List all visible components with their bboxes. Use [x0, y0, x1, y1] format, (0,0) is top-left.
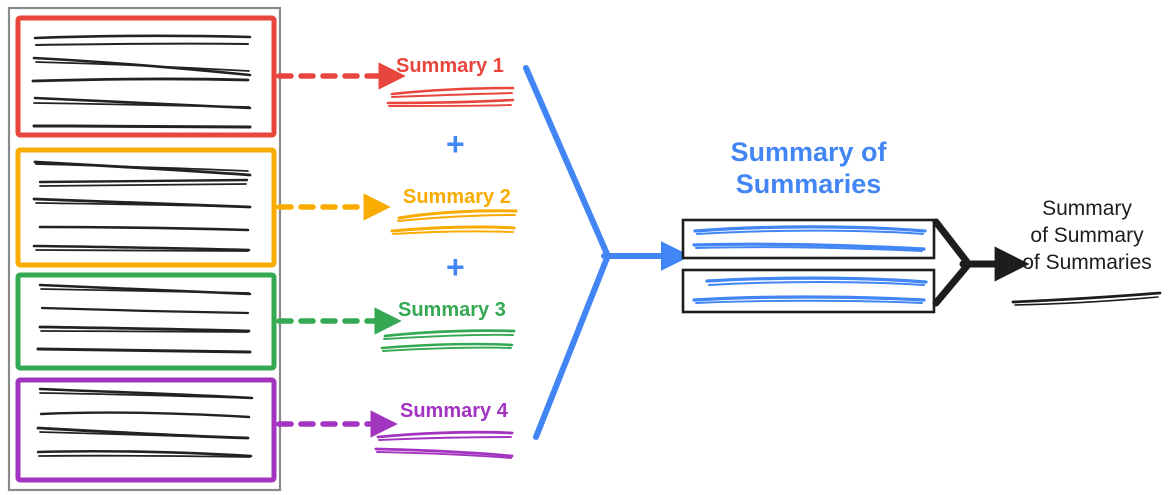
summary-1-label[interactable]: Summary 1 — [396, 55, 504, 77]
summary-1-lines — [386, 86, 515, 107]
document-box-1[interactable] — [15, 15, 277, 138]
sos-box-1-lines — [692, 225, 927, 252]
document-text-lines — [31, 34, 252, 129]
summary-of-summaries-title: Summary of Summaries — [730, 137, 887, 199]
document-box-2[interactable] — [15, 147, 277, 268]
summary-of-summaries-box-1[interactable] — [681, 218, 936, 260]
summary-of-summaries-box-2[interactable] — [681, 268, 936, 314]
document-box-3[interactable] — [15, 272, 277, 371]
final-output-title: Summary of Summary of Summaries — [1022, 197, 1152, 274]
document-text-lines — [36, 387, 254, 458]
summary-3-label[interactable]: Summary 3 — [398, 299, 506, 321]
document-text-lines — [32, 160, 252, 252]
summary-2-lines — [390, 209, 518, 235]
sos-box-2-lines — [692, 276, 928, 304]
document-box-4[interactable] — [15, 377, 277, 483]
plus-operator-2: + — [446, 249, 465, 285]
plus-operator-1: + — [446, 126, 465, 162]
merge-arrow-final — [932, 218, 971, 307]
source-documents-container — [7, 6, 282, 492]
summary-4-label[interactable]: Summary 4 — [400, 400, 508, 422]
summary-3-lines — [380, 329, 516, 352]
document-text-lines — [36, 283, 252, 354]
merge-arrow-summaries — [523, 65, 610, 440]
summary-4-lines — [374, 430, 514, 459]
final-output-lines — [1011, 291, 1162, 306]
summary-2-label[interactable]: Summary 2 — [403, 186, 511, 208]
